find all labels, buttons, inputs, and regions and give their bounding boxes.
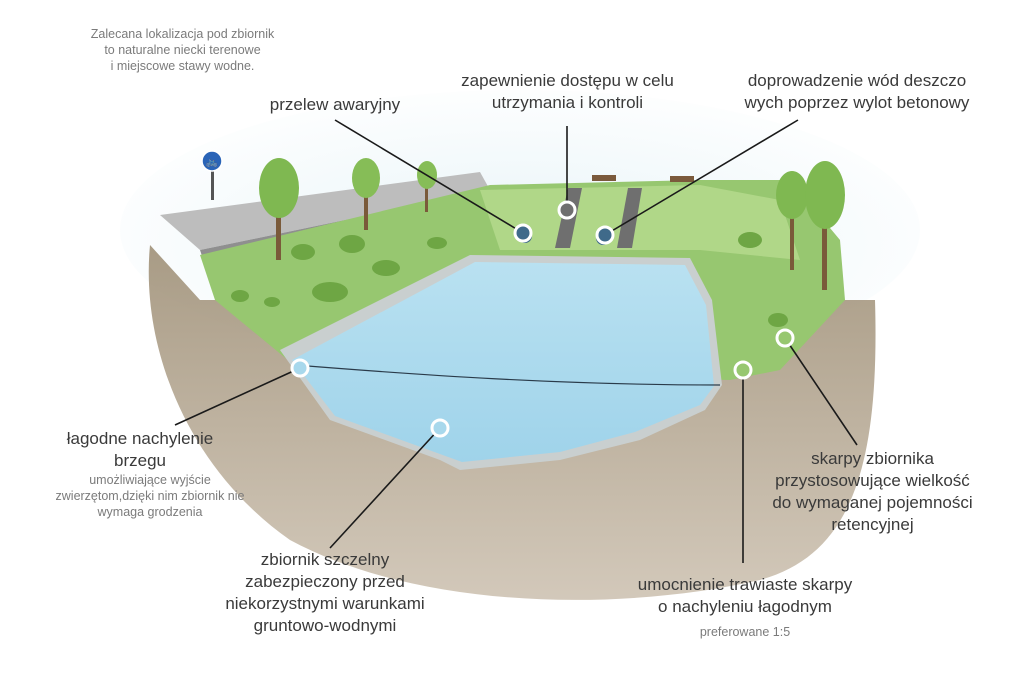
road-sign-pole	[211, 168, 214, 200]
shrubs	[231, 232, 788, 327]
road	[160, 172, 490, 250]
label-grass-reinforcement-line2: o nachyleniu łagodnym	[658, 597, 832, 616]
label-gentle-bank-sub3: wymaga grodzenia	[97, 505, 203, 519]
label-inlet: doprowadzenie wód deszczo wych poprzez w…	[722, 70, 992, 114]
leader-lines	[174, 119, 858, 563]
label-sealed-tank-line1: zbiornik szczelny	[260, 550, 390, 569]
bicycle-glyph: 🚲	[206, 157, 218, 168]
label-slopes-line4: retencyjnej	[831, 515, 914, 534]
label-slopes-line2: przystosowujące wielkość	[775, 471, 970, 490]
bench-left	[592, 175, 616, 181]
label-sealed-tank-line3: niekorzystnymi warunkami	[225, 594, 425, 613]
label-slopes-line3: do wymaganej pojemności	[772, 493, 973, 512]
intro-note: Zalecana lokalizacja pod zbiornik to nat…	[60, 26, 305, 74]
callout-markers	[290, 200, 795, 438]
pond-water	[292, 262, 714, 462]
label-access: zapewnienie dostępu w celu utrzymania i …	[430, 70, 705, 114]
label-grass-reinforcement-sub: preferowane 1:5	[650, 624, 840, 640]
label-grass-reinforcement-line1: umocnienie trawiaste skarpy	[637, 575, 853, 594]
label-access-line2: utrzymania i kontroli	[491, 93, 644, 112]
intro-note-line: i miejscowe stawy wodne.	[110, 59, 255, 73]
label-gentle-bank-sub2: zwierzętom,dzięki nim zbiornik nie	[55, 489, 245, 503]
label-grass-reinforcement: umocnienie trawiaste skarpy o nachyleniu…	[610, 574, 880, 618]
label-gentle-bank-line2: brzegu	[114, 451, 166, 470]
label-inlet-line1: doprowadzenie wód deszczo	[747, 71, 967, 90]
bench-right	[670, 176, 694, 182]
label-slopes-line1: skarpy zbiornika	[811, 449, 934, 468]
access-ramp-right	[617, 188, 642, 248]
label-inlet-line2: wych poprzez wylot betonowy	[744, 93, 970, 112]
label-gentle-bank: łagodne nachylenie brzegu	[40, 428, 240, 472]
label-access-line1: zapewnienie dostępu w celu	[461, 71, 674, 90]
label-slopes: skarpy zbiornika przystosowujące wielkoś…	[755, 448, 990, 536]
bicycle-icon	[201, 150, 223, 172]
label-gentle-bank-line1: łagodne nachylenie	[66, 429, 214, 448]
trees	[259, 158, 845, 290]
label-sealed-tank: zbiornik szczelny zabezpieczony przed ni…	[190, 549, 460, 637]
label-gentle-bank-sub1: umożliwiające wyjście	[89, 473, 211, 487]
intro-note-line: to naturalne niecki terenowe	[104, 43, 261, 57]
intro-note-line: Zalecana lokalizacja pod zbiornik	[90, 27, 275, 41]
label-overflow-text: przelew awaryjny	[269, 95, 401, 114]
label-sealed-tank-line4: gruntowo-wodnymi	[253, 616, 397, 635]
label-overflow: przelew awaryjny	[240, 94, 430, 116]
pond-waterline	[294, 364, 721, 386]
label-gentle-bank-sub: umożliwiające wyjście zwierzętom,dzięki …	[35, 472, 265, 520]
label-sealed-tank-line2: zabezpieczony przed	[245, 572, 405, 591]
label-grass-reinforcement-sub1: preferowane 1:5	[699, 625, 791, 639]
